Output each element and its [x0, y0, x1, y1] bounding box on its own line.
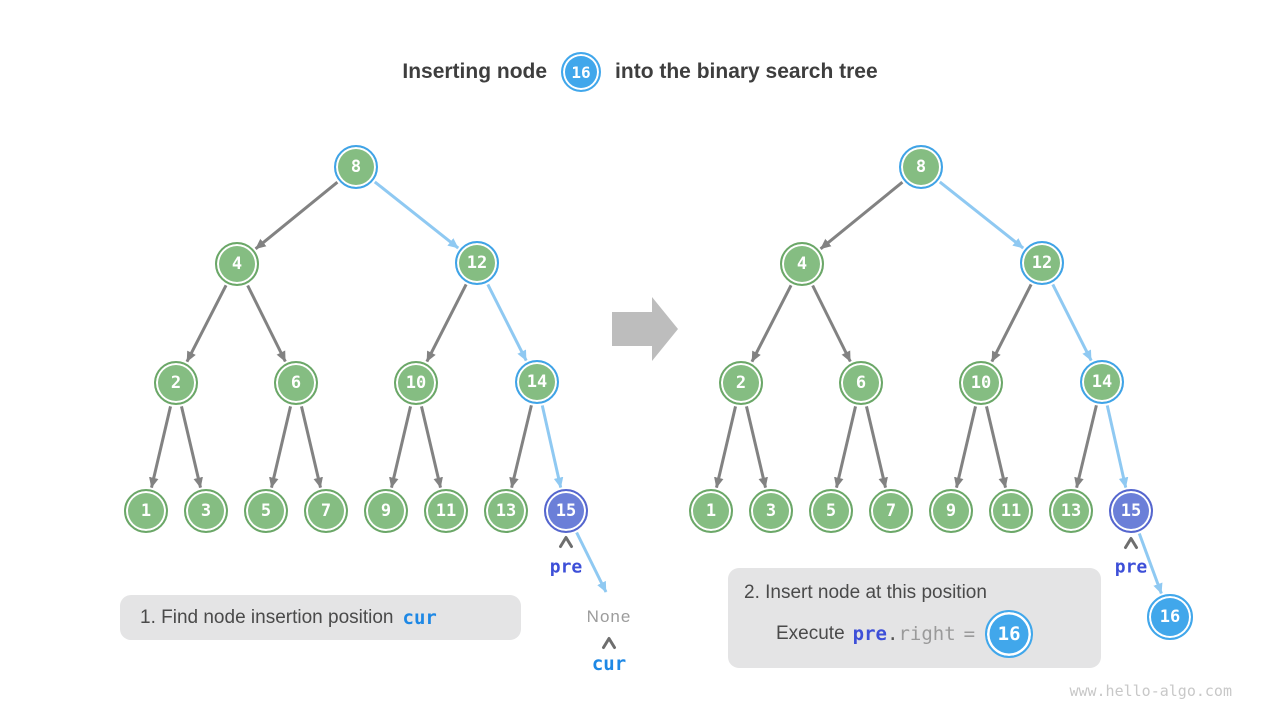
tree-right-node-13: 13	[1049, 489, 1093, 533]
title-text-after: into the binary search tree	[615, 60, 878, 83]
label-left-cur: cur	[591, 653, 627, 675]
edge-left-8-4	[254, 181, 339, 250]
caption-step2-node-16: 16	[985, 610, 1034, 658]
tree-right-node-6: 6	[839, 361, 883, 405]
tree-left-node-1: 1	[124, 489, 168, 533]
edge-left-6-7	[300, 406, 323, 489]
tree-left-node-10: 10	[394, 361, 438, 405]
edge-left-2-3	[180, 406, 203, 489]
edge-left-14-13	[509, 404, 533, 489]
tree-right-node-5: 5	[809, 489, 853, 533]
tree-left-node-5: 5	[244, 489, 288, 533]
edge-right-6-5	[834, 406, 857, 489]
caption-step2-equals: =	[963, 623, 976, 645]
caret-up-icon-left-0	[559, 536, 573, 548]
label-left-pre: pre	[549, 556, 583, 578]
tree-right-node-15: 15	[1109, 489, 1153, 533]
tree-right-node-12: 12	[1020, 241, 1064, 285]
tree-left-node-9: 9	[364, 489, 408, 533]
tree-left-node-4: 4	[215, 242, 259, 286]
edge-right-6-7	[865, 406, 888, 489]
edge-right-8-4	[819, 181, 904, 250]
edge-left-14-15	[540, 405, 564, 489]
title-node-16: 16	[561, 52, 602, 92]
tree-left-node-14: 14	[515, 360, 559, 404]
label-right-pre: pre	[1114, 556, 1148, 578]
edge-right-8-12	[938, 180, 1025, 250]
caption-step2-right-code: right	[898, 623, 956, 645]
tree-right-node-16: 16	[1147, 594, 1193, 640]
tree-left-node-8: 8	[334, 145, 378, 189]
watermark: www.hello-algo.com	[1069, 682, 1232, 700]
edge-right-4-2	[750, 284, 793, 363]
tree-left-node-11: 11	[424, 489, 468, 533]
edge-right-2-3	[745, 406, 768, 489]
tree-right-node-11: 11	[989, 489, 1033, 533]
tree-left-node-3: 3	[184, 489, 228, 533]
tree-right-node-4: 4	[780, 242, 824, 286]
caption-step2-line1: 2. Insert node at this position	[744, 582, 987, 603]
caret-up-icon-left-1	[602, 637, 616, 649]
tree-right-node-8: 8	[899, 145, 943, 189]
edge-right-4-6	[811, 284, 852, 363]
label-left-none: None	[586, 607, 632, 626]
edge-left-4-6	[246, 284, 287, 363]
tree-right-node-14: 14	[1080, 360, 1124, 404]
tree-right-node-9: 9	[929, 489, 973, 533]
edge-left-12-10	[425, 283, 468, 363]
caption-step2-pre-code: pre	[852, 623, 887, 645]
tree-left-node-2: 2	[154, 361, 198, 405]
caption-step1: 1. Find node insertion position cur	[120, 595, 521, 640]
tree-left-node-7: 7	[304, 489, 348, 533]
title-text-before: Inserting node	[402, 60, 548, 83]
edge-right-10-11	[985, 406, 1008, 489]
edge-right-10-9	[954, 406, 977, 489]
edge-left-10-11	[420, 406, 443, 489]
tree-right-node-7: 7	[869, 489, 913, 533]
tree-left-node-13: 13	[484, 489, 528, 533]
diagram-title: Inserting node 16 into the binary search…	[0, 48, 1280, 96]
edge-left-2-1	[149, 406, 172, 489]
edge-left-12-14	[486, 283, 528, 362]
tree-right-node-3: 3	[749, 489, 793, 533]
caption-step2-execute: Execute	[776, 623, 845, 644]
tree-left-node-12: 12	[455, 241, 499, 285]
edge-right-2-1	[714, 406, 737, 489]
edge-left-8-12	[373, 180, 460, 250]
tree-right-node-10: 10	[959, 361, 1003, 405]
tree-right-node-2: 2	[719, 361, 763, 405]
tree-left-node-6: 6	[274, 361, 318, 405]
edge-right-14-15	[1105, 405, 1129, 489]
tree-left-node-15: 15	[544, 489, 588, 533]
edge-left-10-9	[389, 406, 412, 489]
caption-step2: 2. Insert node at this position Execute …	[728, 568, 1101, 668]
caption-step2-dot: .	[886, 623, 899, 645]
caption-step1-cur-code: cur	[402, 606, 437, 629]
caption-step2-line2: Execute pre . right = 16	[776, 610, 1101, 658]
transition-arrow-icon	[612, 297, 678, 361]
edge-right-12-14	[1051, 283, 1093, 362]
edge-right-14-13	[1074, 404, 1098, 489]
caret-up-icon-right-0	[1124, 537, 1138, 549]
edge-left-4-2	[185, 284, 228, 363]
edge-left-6-5	[269, 406, 292, 489]
edge-right-12-10	[990, 283, 1033, 363]
caption-step1-text: 1. Find node insertion position	[140, 606, 394, 628]
tree-right-node-1: 1	[689, 489, 733, 533]
